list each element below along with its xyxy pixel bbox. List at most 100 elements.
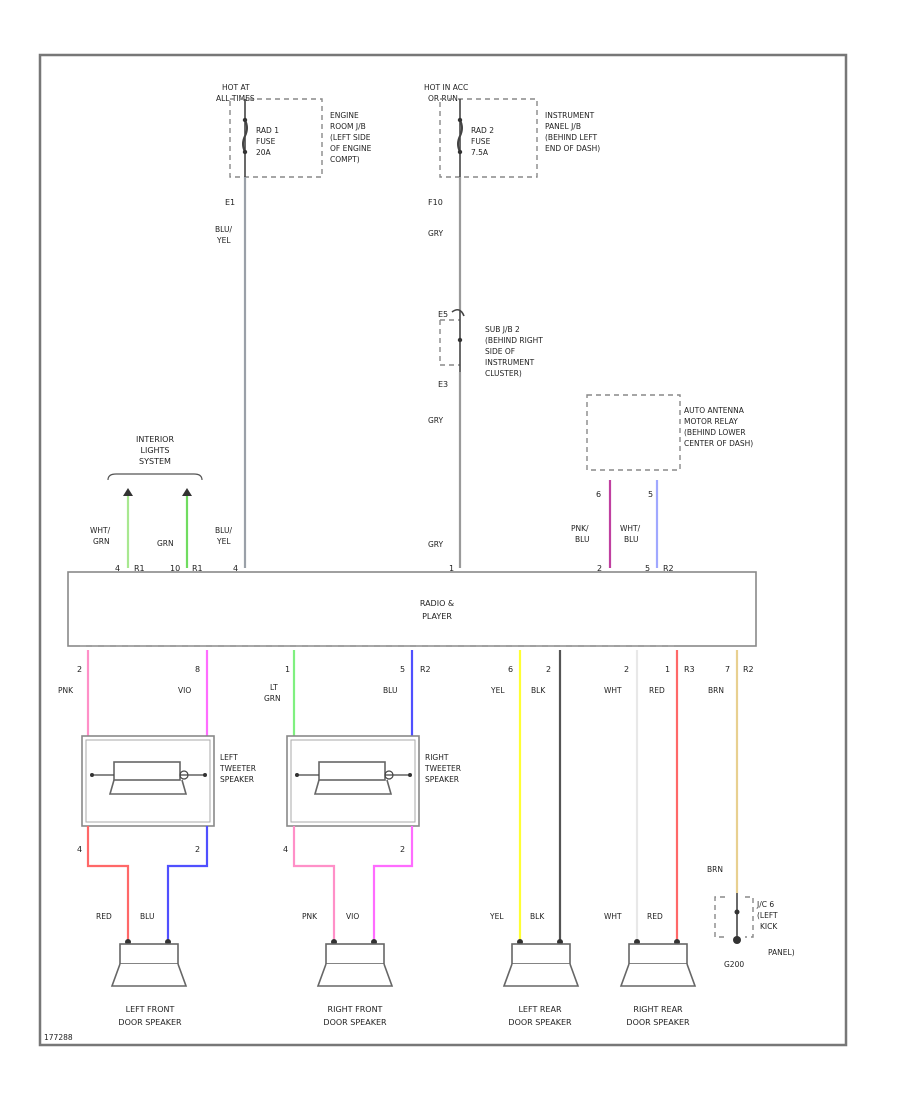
fuse2-wire-label: GRY	[428, 229, 444, 238]
ground-jc-node	[734, 909, 740, 915]
radio-top-pins: 4 R1 10 R1 4 1 2 5 R2	[115, 564, 674, 573]
output-pin-3: 1	[285, 665, 290, 674]
subjb-pin-bottom: E3	[438, 380, 448, 389]
right-tweeter-cone	[313, 779, 393, 795]
fuse2-fuse-line2: FUSE	[471, 137, 491, 146]
fuse1-location-line1: ENGINE	[330, 111, 359, 120]
antenna-location-line4: CENTER OF DASH)	[684, 439, 753, 448]
output-color-1: PNK	[58, 686, 74, 695]
radio-top-pin-6: 1	[449, 564, 454, 573]
lf-label-line1: LEFT FRONT	[126, 1005, 175, 1014]
output-pin-4: 5	[400, 665, 405, 674]
output-pin-8: 1	[665, 665, 670, 674]
fuse2-pin-label: F10	[428, 198, 443, 207]
interior-label-line3: SYSTEM	[139, 457, 171, 466]
fuse1-fuse-line3: 20A	[256, 148, 272, 157]
radio-top-pin-1: 4	[115, 564, 120, 573]
output-color-5: YEL	[490, 686, 505, 695]
radio-top-pin-4: R1	[192, 564, 203, 573]
radio-top-pin-5: 4	[233, 564, 238, 573]
left-tweeter-node-right	[203, 773, 207, 777]
front-speaker-wires	[86, 826, 414, 940]
ground-jc-dashed-bracket	[714, 896, 725, 938]
right-front-speaker: RIGHT FRONT DOOR SPEAKER	[316, 939, 394, 1027]
output-color-2: VIO	[178, 686, 191, 695]
radio-blu-yel-label-line1: BLU/	[215, 526, 232, 535]
interior-group: INTERIOR LIGHTS SYSTEM WHT/ GRN GRN	[90, 435, 203, 568]
subjb-location-line1: SUB J/B 2	[485, 325, 520, 334]
connector-ref-2: R3	[684, 665, 695, 674]
ground-label-line1: J/C 6	[756, 900, 774, 909]
ground-jc-dashed-bracket-right	[745, 896, 754, 938]
antenna-location-line2: MOTOR RELAY	[684, 417, 738, 426]
output-color-9: BRN	[708, 686, 724, 695]
right-tweeter-box	[286, 735, 420, 827]
output-color-8: RED	[649, 686, 665, 695]
left-tweeter-cone	[108, 779, 188, 795]
fuse1-location-line3: (LEFT SIDE	[330, 133, 371, 142]
left-tweeter-element	[113, 761, 181, 781]
subjb-pin-top: E5	[438, 310, 448, 319]
figure-id: 177288	[44, 1033, 73, 1042]
lr-label-line1: LEFT REAR	[518, 1005, 561, 1014]
output-color-7: WHT	[604, 686, 622, 695]
interior-wire-left-line1: WHT/	[90, 526, 111, 535]
output-color-labels: PNK VIO LT GRN BLU YEL BLK WHT RED BRN	[58, 683, 724, 703]
right-rear-speaker: RIGHT REAR DOOR SPEAKER	[619, 939, 697, 1027]
antenna-pin-left: 6	[596, 490, 601, 499]
rr-speaker-magnet	[628, 943, 688, 965]
antenna-wire-left-line2: BLU	[575, 535, 589, 544]
right-tweeter-element	[318, 761, 386, 781]
left-tweeter-label-line3: SPEAKER	[220, 775, 254, 784]
lr-speaker-cone-icon	[502, 963, 580, 987]
antenna-group: AUTO ANTENNA MOTOR RELAY (BEHIND LOWER C…	[571, 394, 753, 568]
right-tweeter-node-right	[408, 773, 412, 777]
rf-label-line1: RIGHT FRONT	[328, 1005, 383, 1014]
speaker1-wire-left: RED	[96, 912, 112, 921]
fuse2-fuse-icon	[457, 119, 463, 153]
fuse1-location-line4: OF ENGINE	[330, 144, 372, 153]
subjb-wire-label: GRY	[428, 416, 444, 425]
fuse1-hot-label-line1: HOT AT	[222, 83, 250, 92]
antenna-wire-left-line1: PNK/	[571, 524, 589, 533]
fuse1-terminal-top	[242, 117, 248, 123]
fuse2-terminal-bottom	[457, 149, 463, 155]
ground-group: BRN J/C 6 (LEFT KICK PANEL) G200	[707, 865, 795, 969]
ground-wire-label: BRN	[707, 865, 723, 874]
fuse1-terminal-bottom	[242, 149, 248, 155]
right-tweeter-group: RIGHT TWEETER SPEAKER 4 2	[283, 735, 461, 854]
rf-speaker-cone-icon	[316, 963, 394, 987]
rf-wire-vio	[372, 826, 414, 940]
door-speakers: LEFT FRONT DOOR SPEAKER RIGHT FRONT DOOR…	[110, 939, 697, 1027]
rf-speaker-magnet	[325, 943, 385, 965]
output-pin-9: 7	[725, 665, 730, 674]
fuse1-hot-label-line2: ALL TIMES	[216, 94, 255, 103]
antenna-location-line1: AUTO ANTENNA	[684, 406, 745, 415]
speaker3-wire-right: BLK	[530, 912, 545, 921]
radio-top-pin-3: 10	[170, 564, 180, 573]
radio-group: 4 R1 10 R1 4 1 2 5 R2 RADIO & PLAYER	[67, 564, 757, 647]
fuse2-location-line4: END OF DASH)	[545, 144, 600, 153]
fuse1-location-line5: COMPT)	[330, 155, 360, 164]
output-color-3-line2: GRN	[264, 694, 281, 703]
interior-wire-right-label: GRN	[157, 539, 174, 548]
radio-label-line1: RADIO &	[420, 599, 454, 608]
connector-ref-1: R2	[420, 665, 431, 674]
speaker3-wire-left: YEL	[489, 912, 504, 921]
fuse2-fuse-line1: RAD 2	[471, 126, 494, 135]
output-color-4: BLU	[383, 686, 397, 695]
right-tweeter-label-line3: SPEAKER	[425, 775, 459, 784]
rr-label-line2: DOOR SPEAKER	[626, 1018, 690, 1027]
left-tweeter-box	[81, 735, 215, 827]
right-tweeter-node-left	[295, 773, 299, 777]
interior-label-line2: LIGHTS	[141, 446, 170, 455]
left-tweeter-inner	[85, 739, 211, 823]
fuse2-fuse-line3: 7.5A	[471, 148, 489, 157]
antenna-dashed-box	[586, 394, 681, 471]
speaker2-wire-right: VIO	[346, 912, 359, 921]
radio-player-box	[67, 571, 757, 647]
output-color-6: BLK	[531, 686, 546, 695]
lf-speaker-cone-icon	[110, 963, 188, 987]
left-tweeter-node-left	[90, 773, 94, 777]
